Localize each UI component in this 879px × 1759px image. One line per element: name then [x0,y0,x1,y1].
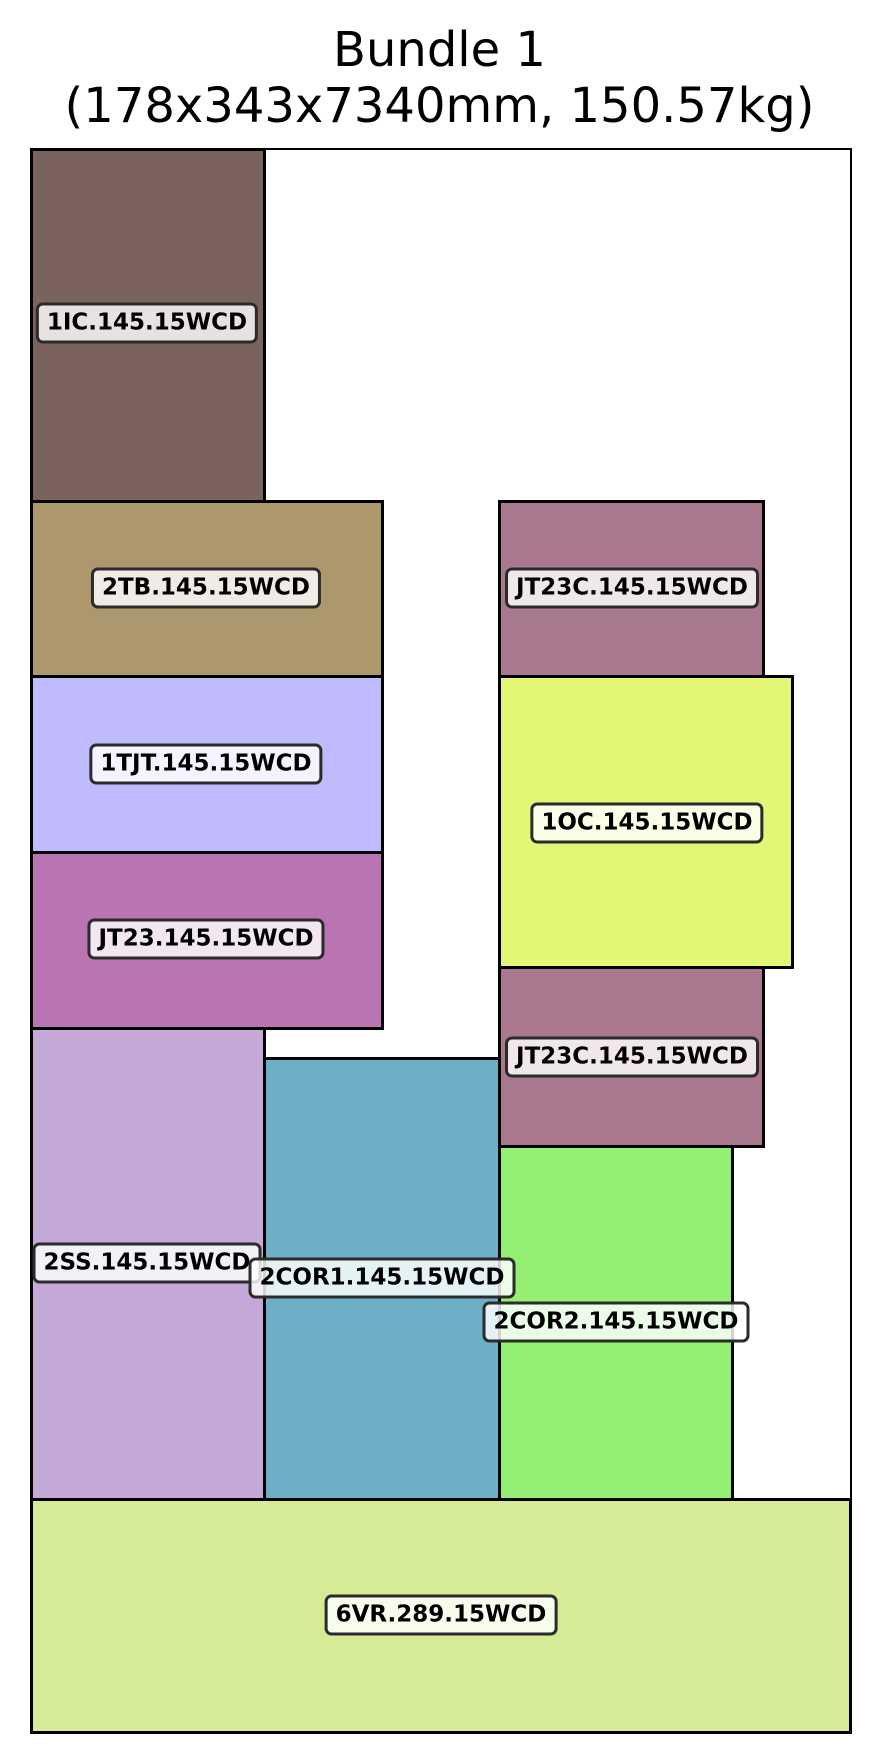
label-6vr: 6VR.289.15WCD [324,1594,558,1636]
label-1oc: 1OC.145.15WCD [530,802,764,844]
label-2tb: 2TB.145.15WCD [90,567,322,609]
label-jt23c-top: JT23C.145.15WCD [505,567,759,609]
label-2cor2: 2COR2.145.15WCD [482,1301,750,1343]
label-jt23c-bottom: JT23C.145.15WCD [505,1036,759,1078]
label-jt23: JT23.145.15WCD [87,918,325,960]
diagram-subtitle: (178x343x7340mm, 150.57kg) [64,78,815,134]
label-2ss: 2SS.145.15WCD [32,1242,262,1284]
label-2cor1: 2COR1.145.15WCD [248,1257,516,1299]
label-1ic: 1IC.145.15WCD [35,302,259,344]
diagram-title: Bundle 1 [333,22,546,78]
label-1tjt: 1TJT.145.15WCD [89,743,323,785]
